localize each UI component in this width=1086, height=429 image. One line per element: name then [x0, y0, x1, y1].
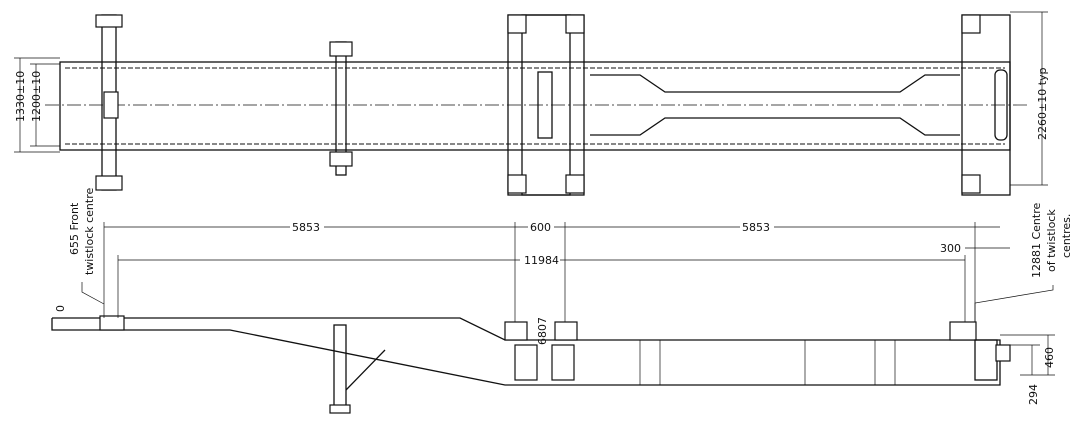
landing-leg	[329, 324, 386, 414]
dim-inner-width: 1200±10	[30, 71, 43, 122]
dim-height-upper: 460	[1043, 347, 1056, 368]
dim-middle-gap: 600	[530, 221, 551, 234]
front-twistlock-label-1: 655 Front	[68, 202, 81, 255]
crossmember-rear	[961, 14, 1011, 196]
crossmember-middle	[507, 14, 585, 196]
front-twistlock-label-2: twistlock centre	[83, 188, 96, 275]
dim-middle-twistlock: 6807	[536, 317, 549, 345]
rear-centre-label-2: of twistlock	[1045, 209, 1058, 272]
dim-rear-span: 5853	[742, 221, 770, 234]
frame-outline	[59, 61, 1011, 151]
dim-height-lower: 294	[1027, 384, 1040, 405]
dim-overall-twistlock: 11984	[524, 254, 559, 267]
dim-overall-width: 1330±10	[14, 71, 27, 122]
crossmember-landing-legs	[329, 41, 353, 176]
dim-rear-offset: 300	[940, 242, 961, 255]
rear-centre-label-3: centres.	[1060, 214, 1073, 258]
crossmember-front	[95, 14, 123, 191]
rear-centre-label-1: 12881 Centre	[1030, 202, 1043, 278]
dim-twistlock-width: 2260±10 typ	[1036, 67, 1049, 140]
plan-view: 1330±10 1200±10 2260±10 typ	[14, 11, 1049, 196]
datum-zero: 0	[54, 305, 67, 312]
side-view: 5853 600 5853 11984 300 6807 655 Front t…	[51, 188, 1073, 414]
dim-front-span: 5853	[292, 221, 320, 234]
